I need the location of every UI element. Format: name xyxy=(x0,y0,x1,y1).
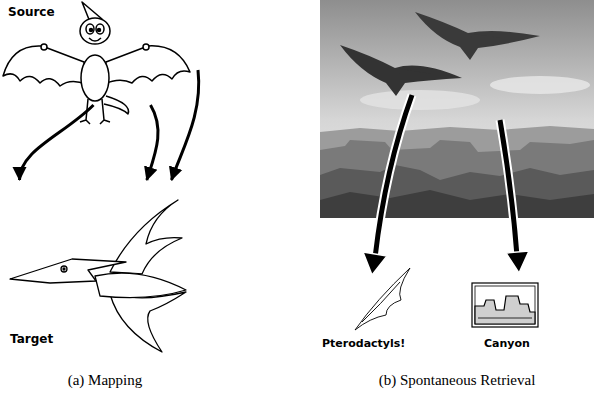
mapping-arrow xyxy=(20,105,94,180)
cartoon-pterodactyl xyxy=(3,2,190,124)
retrieved-item: Canyon xyxy=(462,278,552,352)
retrieval-arrow xyxy=(363,95,529,275)
sketch-pterodactyl xyxy=(10,200,186,352)
pterodactyl-icon xyxy=(355,268,410,330)
target-figure: Target xyxy=(10,180,200,348)
figure-label: Pterodactyls! xyxy=(322,337,405,350)
source-figure: Source xyxy=(8,5,198,105)
figure-label: Canyon xyxy=(484,337,530,350)
subfigure-caption: (a) Mapping xyxy=(68,372,143,389)
subfigure-caption: (b) Spontaneous Retrieval xyxy=(379,372,536,389)
mapping-arrow xyxy=(147,105,158,180)
mapping-arrow xyxy=(172,70,199,180)
canyon-photo xyxy=(320,0,594,218)
canyon-icon xyxy=(472,283,538,327)
figure-label: Target xyxy=(10,332,53,346)
figure-label: Source xyxy=(8,5,55,19)
retrieved-item: Pterodactyls! xyxy=(322,262,422,352)
